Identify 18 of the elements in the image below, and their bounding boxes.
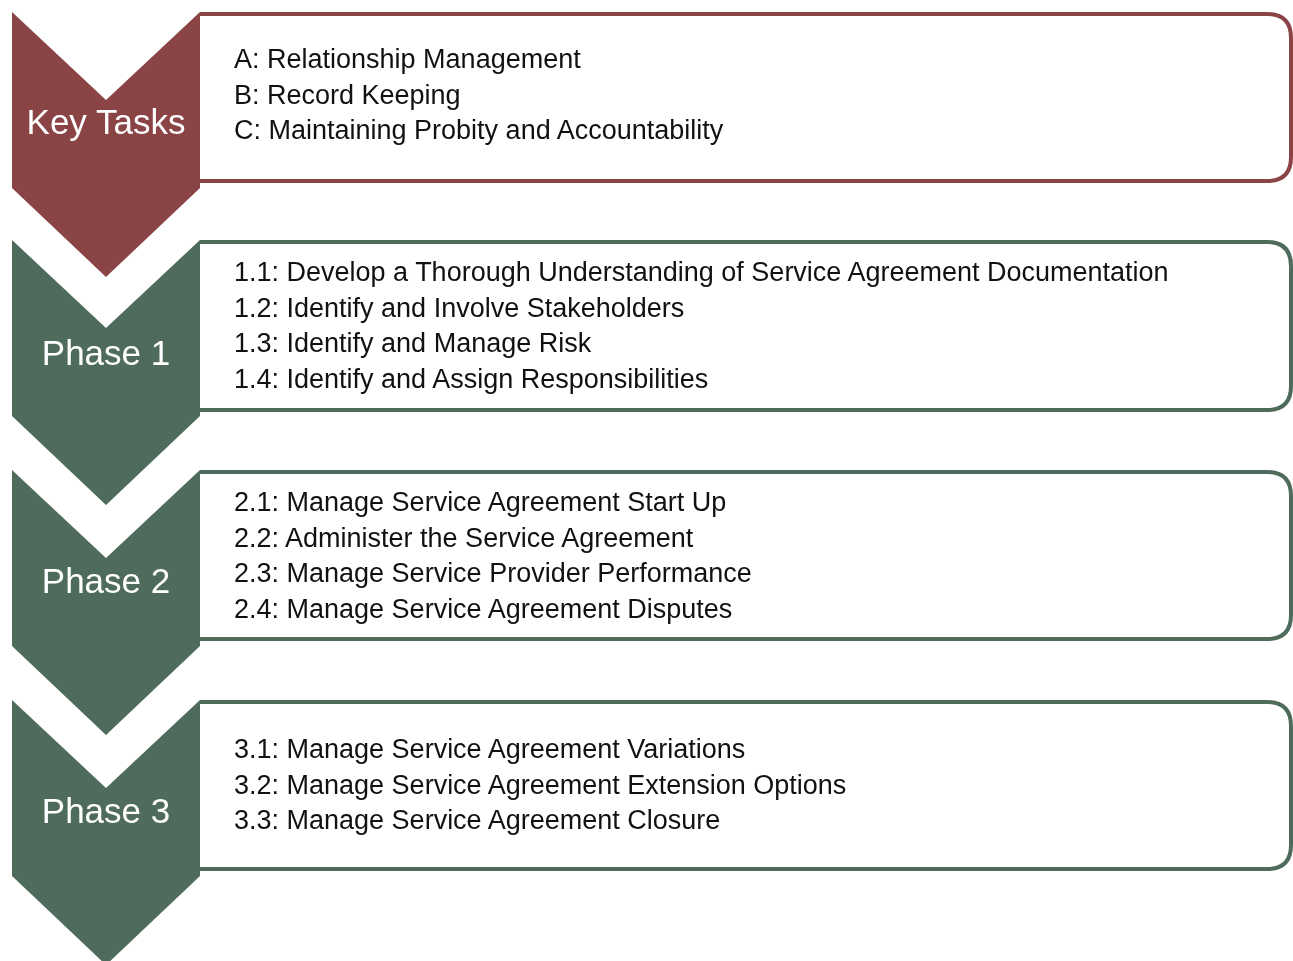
task-item: A: Relationship Management	[234, 43, 581, 76]
task-item: 1.1: Develop a Thorough Understanding of Service Agreement Documentation	[234, 256, 1169, 289]
task-item: 1.3: Identify and Manage Risk	[234, 327, 592, 361]
task-item: 1.2: Identify and Involve Stakeholders	[234, 291, 685, 325]
task-item: B: Record Keeping	[234, 78, 461, 112]
task-item: 1.4: Identify and Assign Responsibilities	[234, 362, 709, 396]
task-item: C: Maintaining Probity and Accountability	[234, 114, 724, 148]
task-item: 3.3: Manage Service Agreement Closure	[234, 804, 721, 838]
task-item: 2.2: Administer the Service Agreement	[234, 521, 694, 555]
task-item: 2.3: Manage Service Provider Performance	[234, 557, 752, 591]
phase-label: Phase 2	[41, 561, 171, 600]
phase-label: Phase 1	[41, 333, 171, 372]
task-item: 2.4: Manage Service Agreement Disputes	[234, 592, 733, 626]
phase-label: Key Tasks	[26, 102, 186, 141]
phase-label: Phase 3	[41, 791, 171, 830]
task-item: 3.2: Manage Service Agreement Extension Options	[234, 768, 847, 802]
task-item: 2.1: Manage Service Agreement Start Up	[234, 486, 727, 519]
task-item: 3.1: Manage Service Agreement Variations	[234, 733, 746, 766]
